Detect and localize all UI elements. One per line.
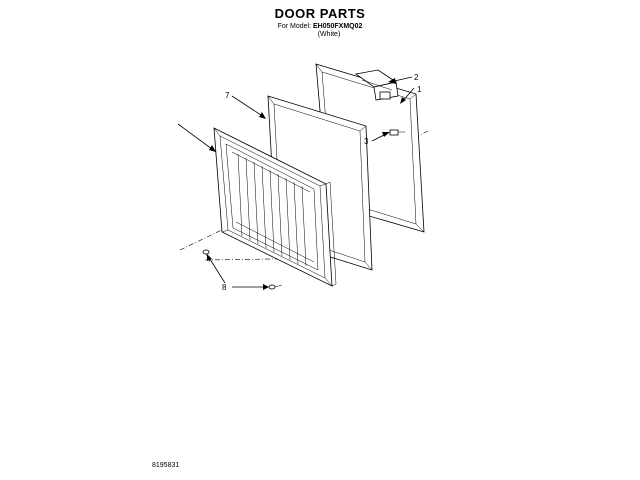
callout-2: 2 xyxy=(414,73,419,82)
callout-8: 8 xyxy=(222,283,227,292)
screw-part-8-lower xyxy=(268,284,283,290)
model-line: For Model: EH050FXMQ02 xyxy=(0,23,640,31)
leader-3-arrow xyxy=(382,132,390,137)
model-number: EH050FXMQ02 xyxy=(313,23,363,30)
drawing-part-number: 8195831 xyxy=(152,462,180,469)
leader-7-arrow xyxy=(259,112,266,119)
callout-7: 7 xyxy=(225,91,230,100)
callout-3: 3 xyxy=(364,137,369,146)
leader-2-arrow xyxy=(388,78,396,84)
model-color: (White) xyxy=(317,31,341,38)
leader-1-arrow xyxy=(400,97,406,104)
screw-part-8-upper xyxy=(202,249,211,263)
leader-7 xyxy=(231,95,265,118)
door-panel xyxy=(213,127,337,287)
screw-part-3 xyxy=(389,129,405,136)
model-prefix: For Model: xyxy=(277,23,312,30)
leader-8-upper xyxy=(207,255,226,284)
leader-8-upper-arrow xyxy=(207,254,212,261)
leader-door-panel-arrow xyxy=(209,145,216,152)
leader-8-lower-arrow xyxy=(263,284,269,290)
page-title: DOOR PARTS xyxy=(274,6,366,21)
callout-1: 1 xyxy=(417,85,422,94)
hinge-bracket-part-2 xyxy=(355,69,399,101)
leader-door-panel xyxy=(177,123,217,153)
